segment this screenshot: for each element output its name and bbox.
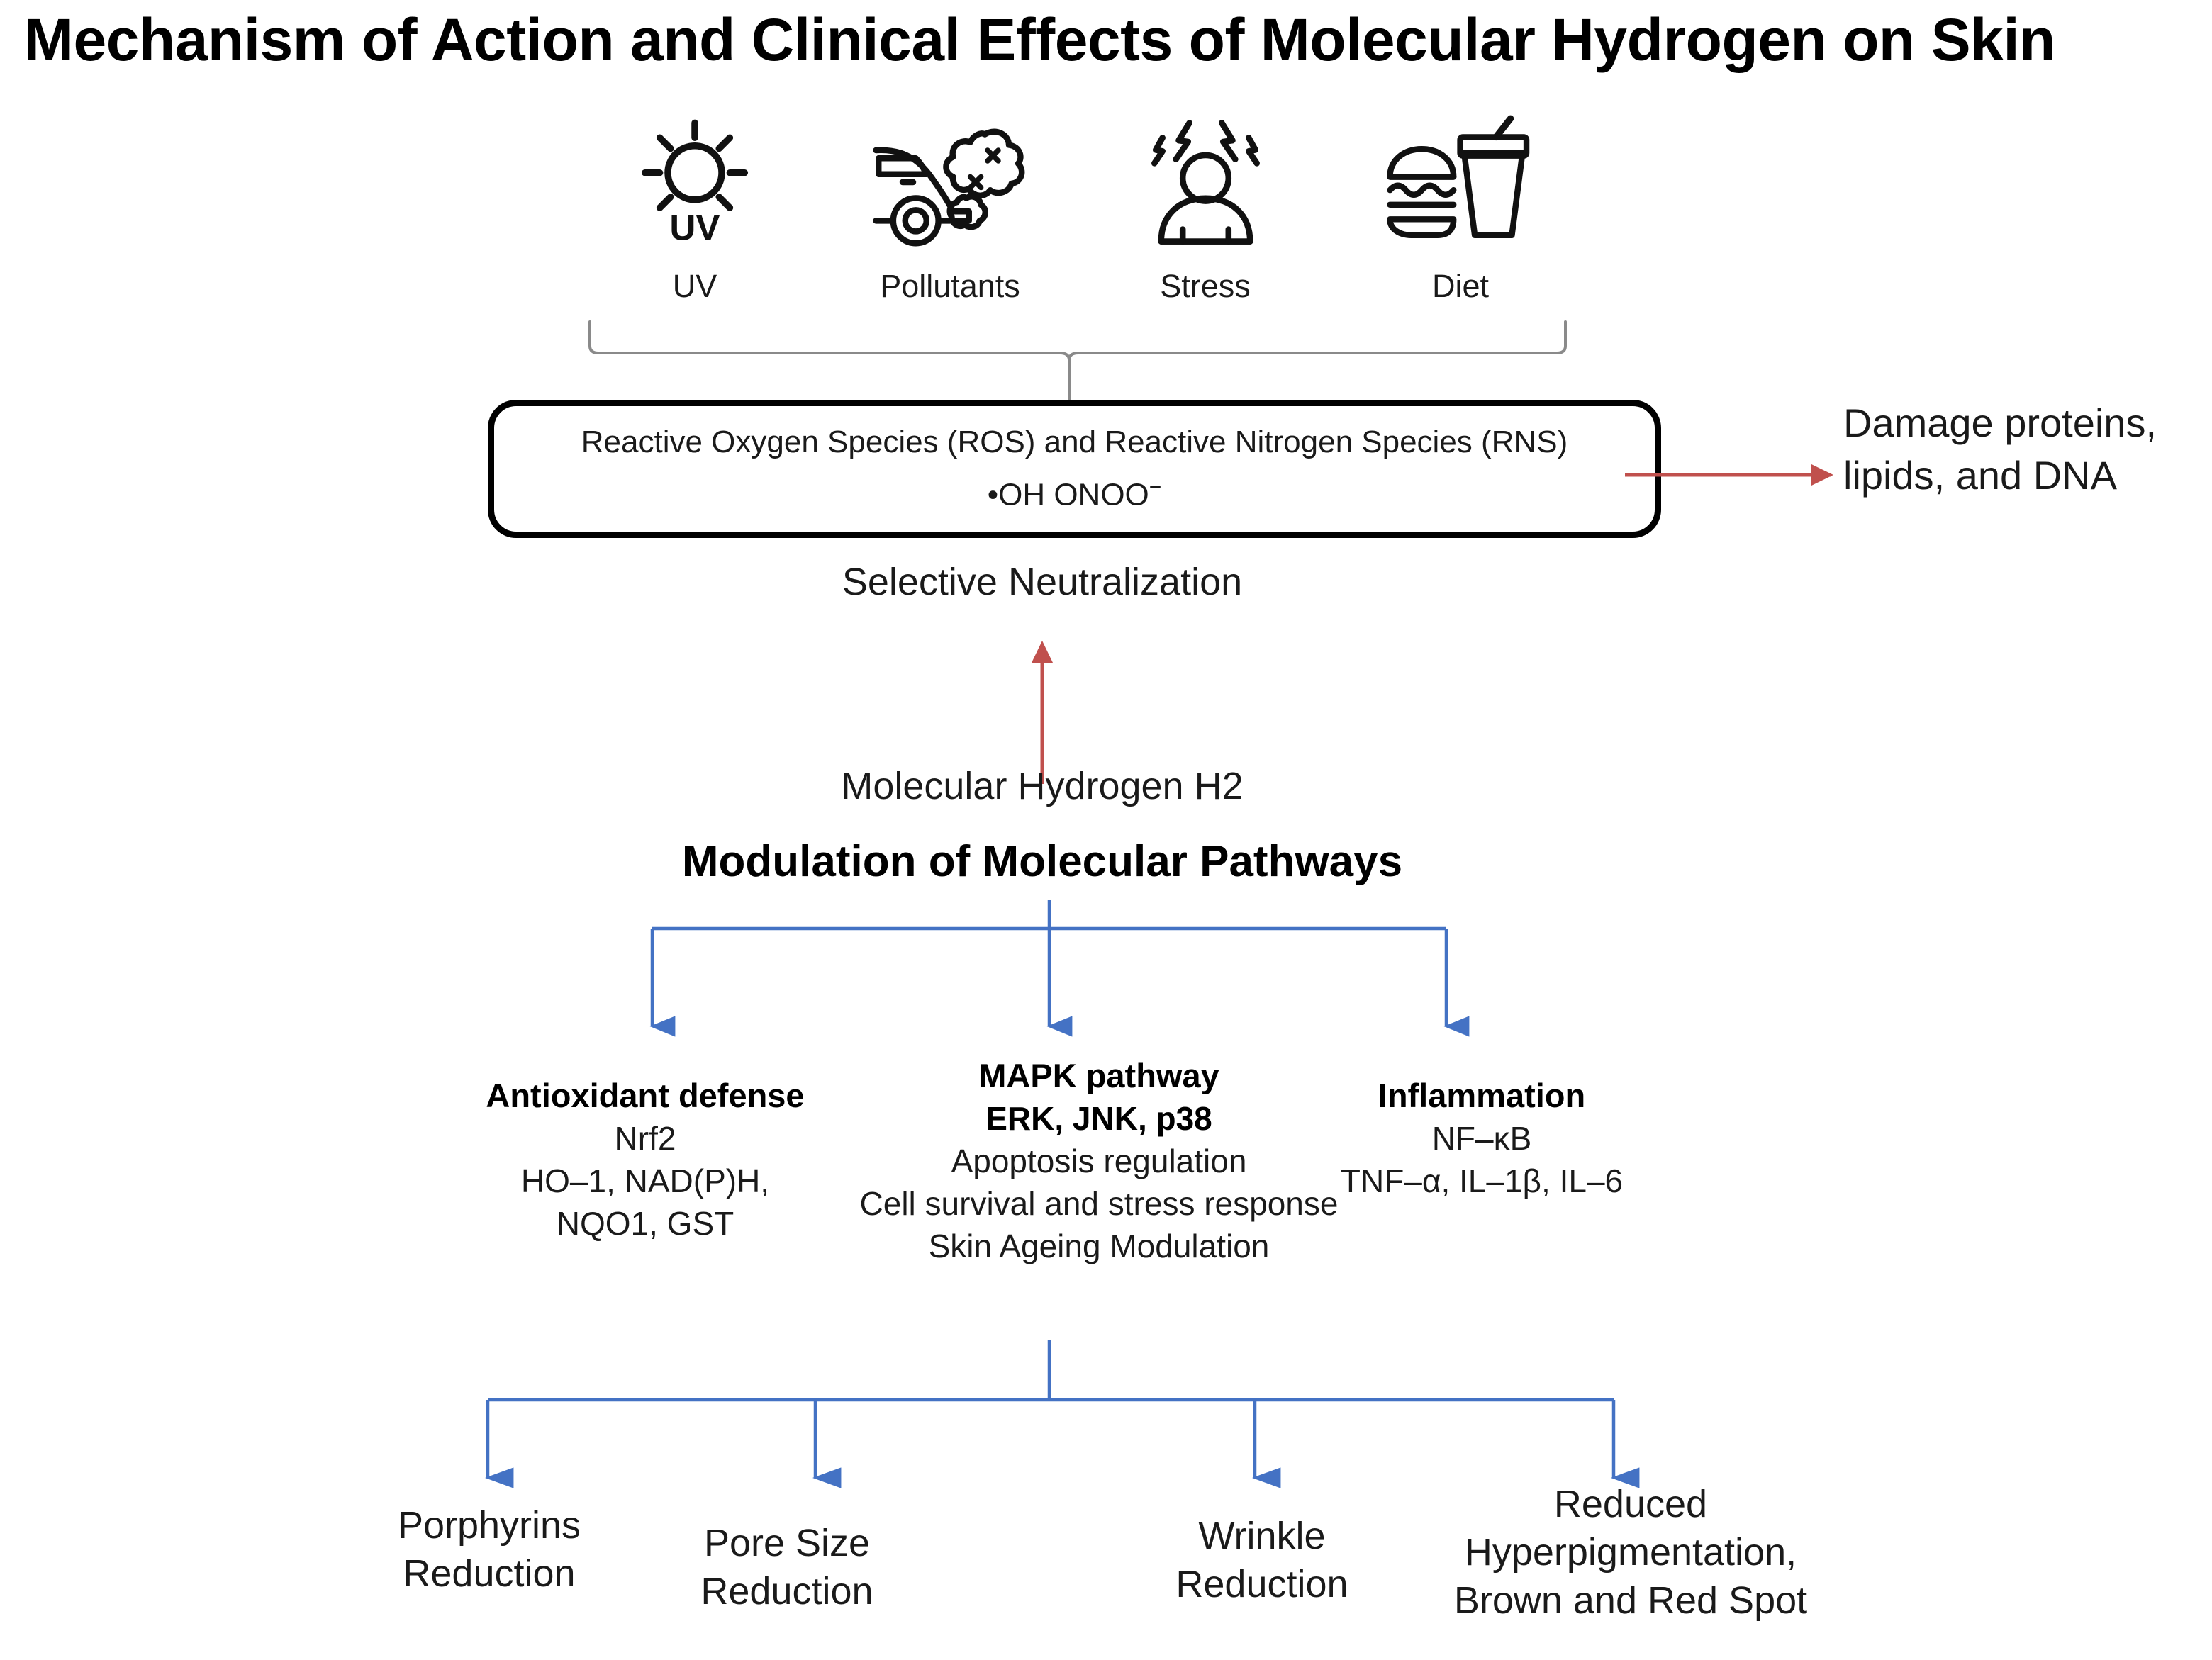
pathway-line: HO–1, NAD(P)H, <box>520 1162 770 1199</box>
ros-species-superscript: − <box>1149 476 1162 500</box>
damage-arrow <box>1625 464 1834 486</box>
outcome-line: Brown and Red Spot <box>1453 1579 1808 1622</box>
ros-species-prefix: •OH ONOO <box>987 477 1149 512</box>
selective-neutralization-label: Selective Neutralization <box>842 561 1243 603</box>
pathway-line: TNF–α, IL–1β, IL–6 <box>1340 1162 1624 1199</box>
pathway-heading: Antioxidant defense <box>486 1077 805 1114</box>
outcome-porphyrins-reduction: Porphyrins Reduction <box>340 1501 638 1598</box>
stressor-icon-row: UV UV <box>588 115 1567 305</box>
pathway-mapk: MAPK pathway ERK, JNK, p38 Apoptosis reg… <box>723 1056 1475 1265</box>
outcome-line: Reduction <box>700 1570 873 1613</box>
ros-rns-primary-text: Reactive Oxygen Species (ROS) and Reacti… <box>581 425 1568 460</box>
stressor-label: Pollutants <box>880 268 1020 304</box>
page-title: Mechanism of Action and Clinical Effects… <box>24 6 2055 73</box>
stressor-label: Stress <box>1160 268 1251 304</box>
pathway-inflammation: Inflammation NF–κB TNF–α, IL–1β, IL–6 <box>1262 1076 1702 1200</box>
outcome-line: Wrinkle <box>1198 1515 1326 1557</box>
pathway-line: ERK, JNK, p38 <box>985 1100 1212 1137</box>
svg-text:UV: UV <box>669 208 720 248</box>
modulation-title: Modulation of Molecular Pathways <box>681 837 1403 886</box>
pathway-line: Skin Ageing Modulation <box>928 1228 1270 1264</box>
stressor-label: UV <box>672 268 717 304</box>
outcome-pore-size-reduction: Pore Size Reduction <box>638 1519 936 1615</box>
pathway-connector-arrows <box>649 900 1470 1037</box>
ros-rns-box: Reactive Oxygen Species (ROS) and Reacti… <box>488 400 1661 538</box>
molecular-hydrogen-label: Molecular Hydrogen H2 <box>841 765 1244 807</box>
outcome-line: Pore Size <box>703 1522 871 1564</box>
outcome-connector-arrows <box>484 1340 1640 1488</box>
outcome-line: Reduction <box>1175 1563 1348 1606</box>
pathway-antioxidant-defense: Antioxidant defense Nrf2 HO–1, NAD(P)H, … <box>397 1076 893 1243</box>
pathway-line: NF–κB <box>1431 1120 1532 1157</box>
hydrogen-up-arrow <box>1031 640 1054 784</box>
stressed-person-icon <box>1136 108 1275 257</box>
car-exhaust-icon <box>871 108 1030 257</box>
pathway-line: Cell survival and stress response <box>859 1185 1339 1222</box>
pathway-line: Apoptosis regulation <box>951 1143 1247 1179</box>
stressor-uv: UV UV <box>588 108 801 305</box>
stressor-stress: Stress <box>1099 108 1312 305</box>
outcome-line: Porphyrins <box>397 1504 581 1547</box>
pathway-heading: MAPK pathway <box>978 1057 1219 1094</box>
stressor-label: Diet <box>1431 268 1490 304</box>
sun-uv-icon: UV <box>627 108 762 257</box>
burger-drink-icon <box>1385 108 1537 257</box>
outcome-line: Reduced <box>1553 1483 1708 1525</box>
pathway-line: NQO1, GST <box>556 1205 734 1242</box>
damage-text: Damage proteins, lipids, and DNA <box>1843 400 2157 498</box>
outcome-line: Hyperpigmentation, <box>1464 1531 1797 1574</box>
stressor-pollutants: Pollutants <box>844 108 1056 305</box>
stressor-brace <box>588 320 1567 401</box>
outcome-line: Reduction <box>403 1552 576 1595</box>
stressor-diet: Diet <box>1354 108 1567 305</box>
outcome-reduced-hyperpigmentation: Reduced Hyperpigmentation, Brown and Red… <box>1411 1480 1850 1625</box>
pathway-line: Nrf2 <box>614 1120 676 1157</box>
ros-rns-species-text: •OH ONOO− <box>988 476 1162 513</box>
pathway-heading: Inflammation <box>1378 1077 1586 1114</box>
outcome-wrinkle-reduction: Wrinkle Reduction <box>1113 1512 1411 1608</box>
